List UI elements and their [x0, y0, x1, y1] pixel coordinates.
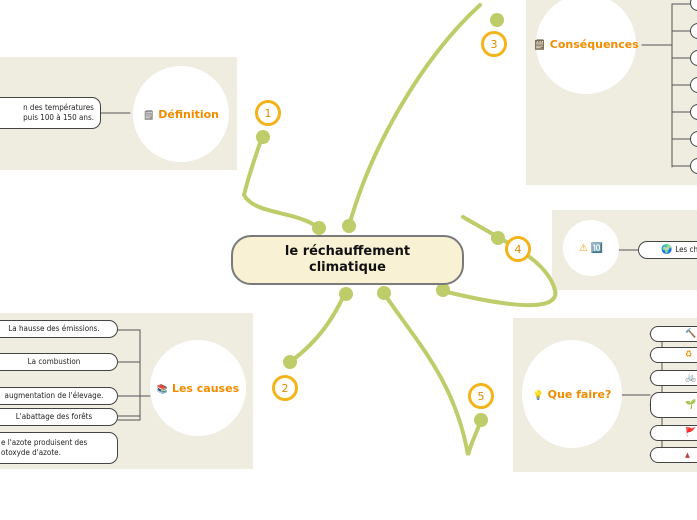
warning-item[interactable]: 🌍 Les ch: [638, 241, 697, 259]
consequences-title: Conséquences: [549, 37, 639, 51]
dot-que-faire-center: [377, 286, 391, 300]
books-icon: 📚: [156, 384, 169, 395]
dot-warning-center: [436, 283, 450, 297]
globe-icon: 🌍: [661, 245, 673, 255]
dot-consequences-center: [342, 219, 356, 233]
cause-item[interactable]: La hausse des émissions.: [0, 320, 118, 338]
que-faire-item[interactable]: 🌱: [650, 392, 697, 418]
node-warning[interactable]: ⚠ 🔟: [563, 220, 619, 276]
branch-connector-definition: [241, 135, 321, 230]
dot-causes-node: [283, 355, 297, 369]
node-consequences[interactable]: 🗒 Conséquences: [533, 0, 639, 94]
number-badge-3: 3: [481, 31, 507, 57]
causes-title: Les causes: [171, 381, 240, 395]
cause-item[interactable]: La combustion: [0, 353, 118, 371]
node-definition[interactable]: 🗒 Définition: [133, 66, 229, 162]
node-que-faire[interactable]: 💡 Que faire?: [522, 340, 622, 448]
central-topic-line2: climatique: [309, 260, 386, 275]
dot-causes-center: [339, 287, 353, 301]
document-icon: 🗒: [142, 110, 155, 121]
que-faire-title: Que faire?: [547, 387, 612, 401]
plant-icon: 🌱: [685, 400, 697, 410]
dot-definition-node: [256, 130, 270, 144]
dot-warning-node: [491, 231, 505, 245]
recycle-badge-icon: ♻: [685, 350, 693, 360]
bicycle-icon: 🚲: [685, 373, 697, 383]
definition-title: Définition: [158, 107, 220, 121]
cause-item[interactable]: augmentation de l'élevage.: [0, 387, 118, 405]
dot-que-faire-node: [474, 413, 488, 427]
red-flag-icon: 🚩: [685, 428, 697, 438]
que-faire-item[interactable]: ♻: [650, 347, 697, 363]
mountain-icon: ▲: [685, 451, 690, 459]
number-badge-1: 1: [255, 100, 281, 126]
node-causes[interactable]: 📚 Les causes: [150, 340, 246, 436]
que-faire-item[interactable]: 🔨: [650, 326, 697, 342]
que-faire-item[interactable]: ▲: [650, 447, 697, 463]
dot-consequences-node: [490, 13, 504, 27]
number-badge-4: 4: [505, 236, 531, 262]
cause-item[interactable]: e l'azote produisent des otoxyde d'azote…: [0, 432, 118, 464]
que-faire-item[interactable]: 🚩: [650, 425, 697, 441]
definition-item[interactable]: n des températures puis 100 à 150 ans.: [0, 97, 101, 129]
number-badge-2: 2: [272, 375, 298, 401]
que-faire-item[interactable]: 🚲: [650, 370, 697, 386]
central-topic-line1: le réchauffement: [284, 244, 411, 259]
hammer-icon: 🔨: [685, 329, 697, 339]
keycap-ten-icon: 🔟: [590, 242, 604, 254]
dot-definition-center: [312, 221, 326, 235]
central-topic[interactable]: le réchauffement climatique: [231, 235, 464, 285]
cause-item[interactable]: L'abattage des forêts: [0, 408, 118, 426]
branch-connector-consequences: [347, 3, 482, 228]
memo-icon: 🗒: [533, 39, 546, 51]
branch-connector-causes: [288, 291, 347, 364]
lightbulb-icon: 💡: [532, 390, 544, 401]
branch-connector-que-faire: [381, 290, 483, 456]
number-badge-5: 5: [468, 383, 494, 409]
warning-icon: ⚠: [578, 242, 588, 254]
